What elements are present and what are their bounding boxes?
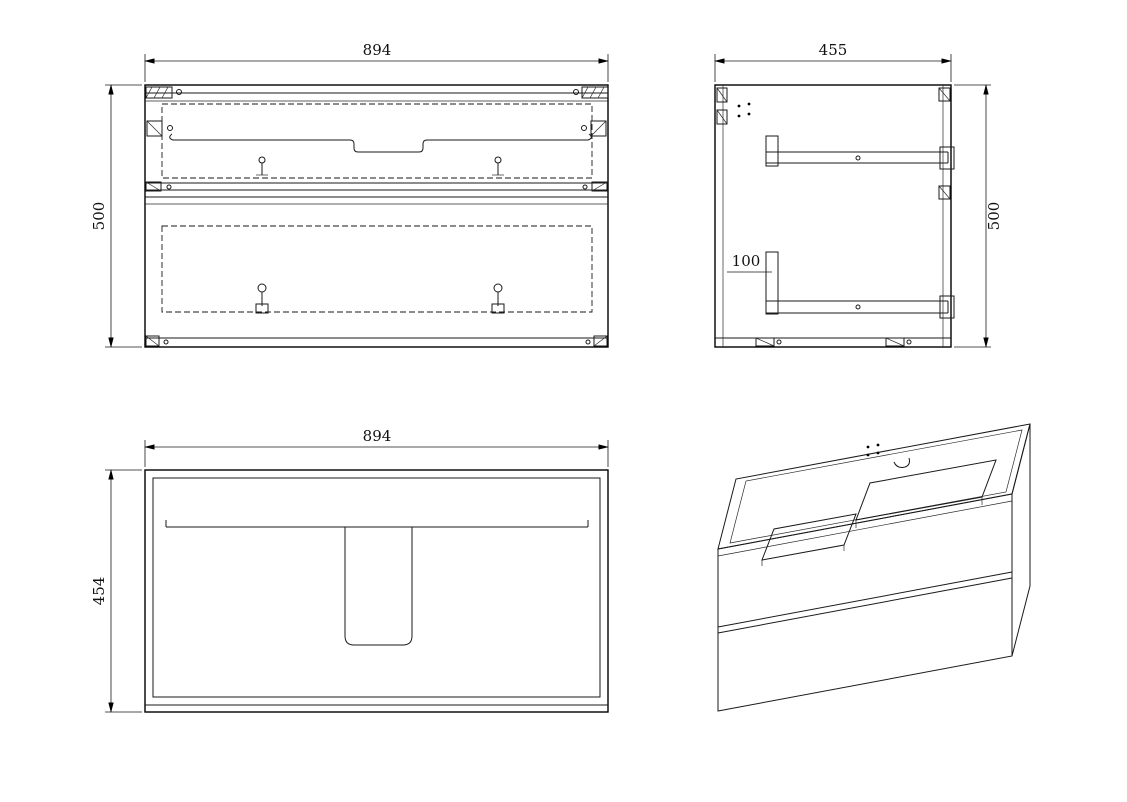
front-cabinet-outline: [144, 84, 609, 348]
plan-countertop-inner-edge: [152, 477, 601, 698]
iso-interior-structure: [761, 443, 997, 566]
iso-back-panel-notch: [893, 457, 910, 468]
side-offset-dimension: 100: [727, 252, 772, 273]
iso-drawer-fronts: [717, 493, 1013, 712]
side-hanging-hardware: [716, 87, 951, 200]
front-width-dimension: 894: [144, 41, 609, 82]
plan-countertop-outline: [144, 469, 609, 713]
front-width-dimension-label: 894: [363, 41, 392, 59]
front-lower-drawer-pins: [255, 283, 505, 314]
front-drawer-notch-profile: [169, 133, 592, 153]
side-height-dimension: 500: [954, 84, 1003, 348]
side-bottom-hardware: [715, 337, 951, 347]
iso-top-opening: [717, 423, 1031, 550]
plan-view-drawing: 894 454: [90, 427, 609, 713]
side-width-dimension-label: 455: [819, 41, 848, 59]
front-upper-drawer-pins: [256, 156, 504, 176]
front-bottom-hardware: [145, 335, 608, 347]
isometric-view-drawing: [717, 423, 1031, 712]
front-upper-drawer-hidden-box: [161, 103, 593, 179]
front-lower-drawer-hidden-box: [161, 225, 593, 313]
front-height-dimension: 500: [90, 84, 142, 348]
plan-basin-edge-line: [165, 520, 589, 528]
front-view-drawing: 894 500: [90, 41, 609, 348]
plan-depth-dimension: 454: [90, 469, 142, 713]
side-height-dimension-label: 500: [985, 202, 1003, 231]
plan-width-dimension: 894: [144, 427, 609, 467]
side-width-dimension: 455: [714, 41, 952, 82]
side-lower-drawer-slide: [765, 251, 955, 319]
side-view-drawing: 455 500: [714, 41, 1003, 348]
plan-depth-dimension-label: 454: [90, 577, 108, 606]
plan-sink-cutout: [344, 527, 413, 646]
front-drawer-divider: [145, 181, 608, 205]
front-top-mounting-hardware: [145, 86, 609, 137]
front-height-dimension-label: 500: [90, 202, 108, 231]
side-upper-drawer-slide: [765, 135, 955, 170]
plan-width-dimension-label: 894: [363, 427, 392, 445]
side-cabinet-outline: [714, 84, 952, 348]
side-offset-dimension-label: 100: [732, 252, 761, 270]
